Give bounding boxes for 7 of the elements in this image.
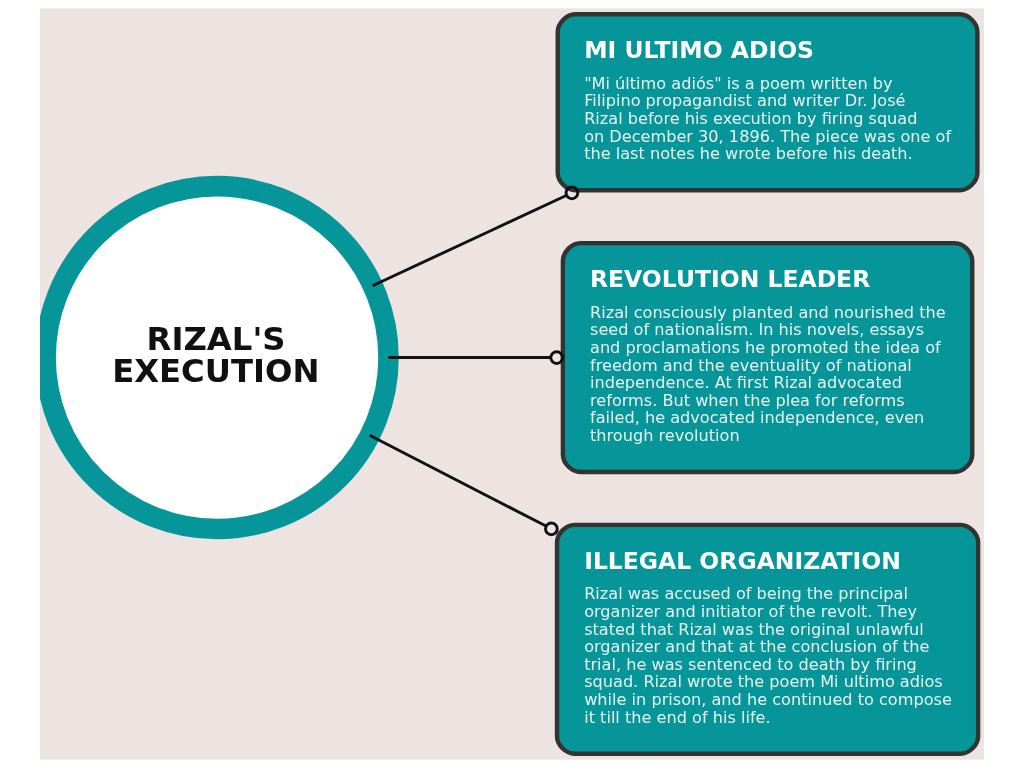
node-circle: RIZAL'S EXECUTION bbox=[40, 175, 399, 540]
node-box: REVOLUTION LEADER Rizal consciously planted and nourished the seed of nationalism. In his novels, essays and proclamations he promoted the idea of freedom and the eventuality of national independence. At first Rizal advocated reforms. But when the plea for reforms failed, he advocated independence, even through revolution bbox=[560, 240, 975, 475]
connector bbox=[371, 185, 580, 288]
connector bbox=[368, 434, 559, 537]
node-box: MI ULTIMO ADIOS "Mi último adiós" is a poem written by Filipino propagandist and writer Dr. José Rizal before his execution by firing squad on December 30, 1896. The piece was one of the last notes he wrote before his death. bbox=[555, 12, 980, 193]
node-box: ILLEGAL ORGANIZATION Rizal was accused of being the principal organizer and initiator of the revolt. They stated that Rizal was the original unlawful organizer and that at the conclusion of the trial, he was sentenced to death by firing squad. Rizal wrote the poem Mi ultimo adios while in prison, and he continued to compose it till the end of his life. bbox=[554, 522, 981, 756]
connector bbox=[388, 350, 564, 365]
